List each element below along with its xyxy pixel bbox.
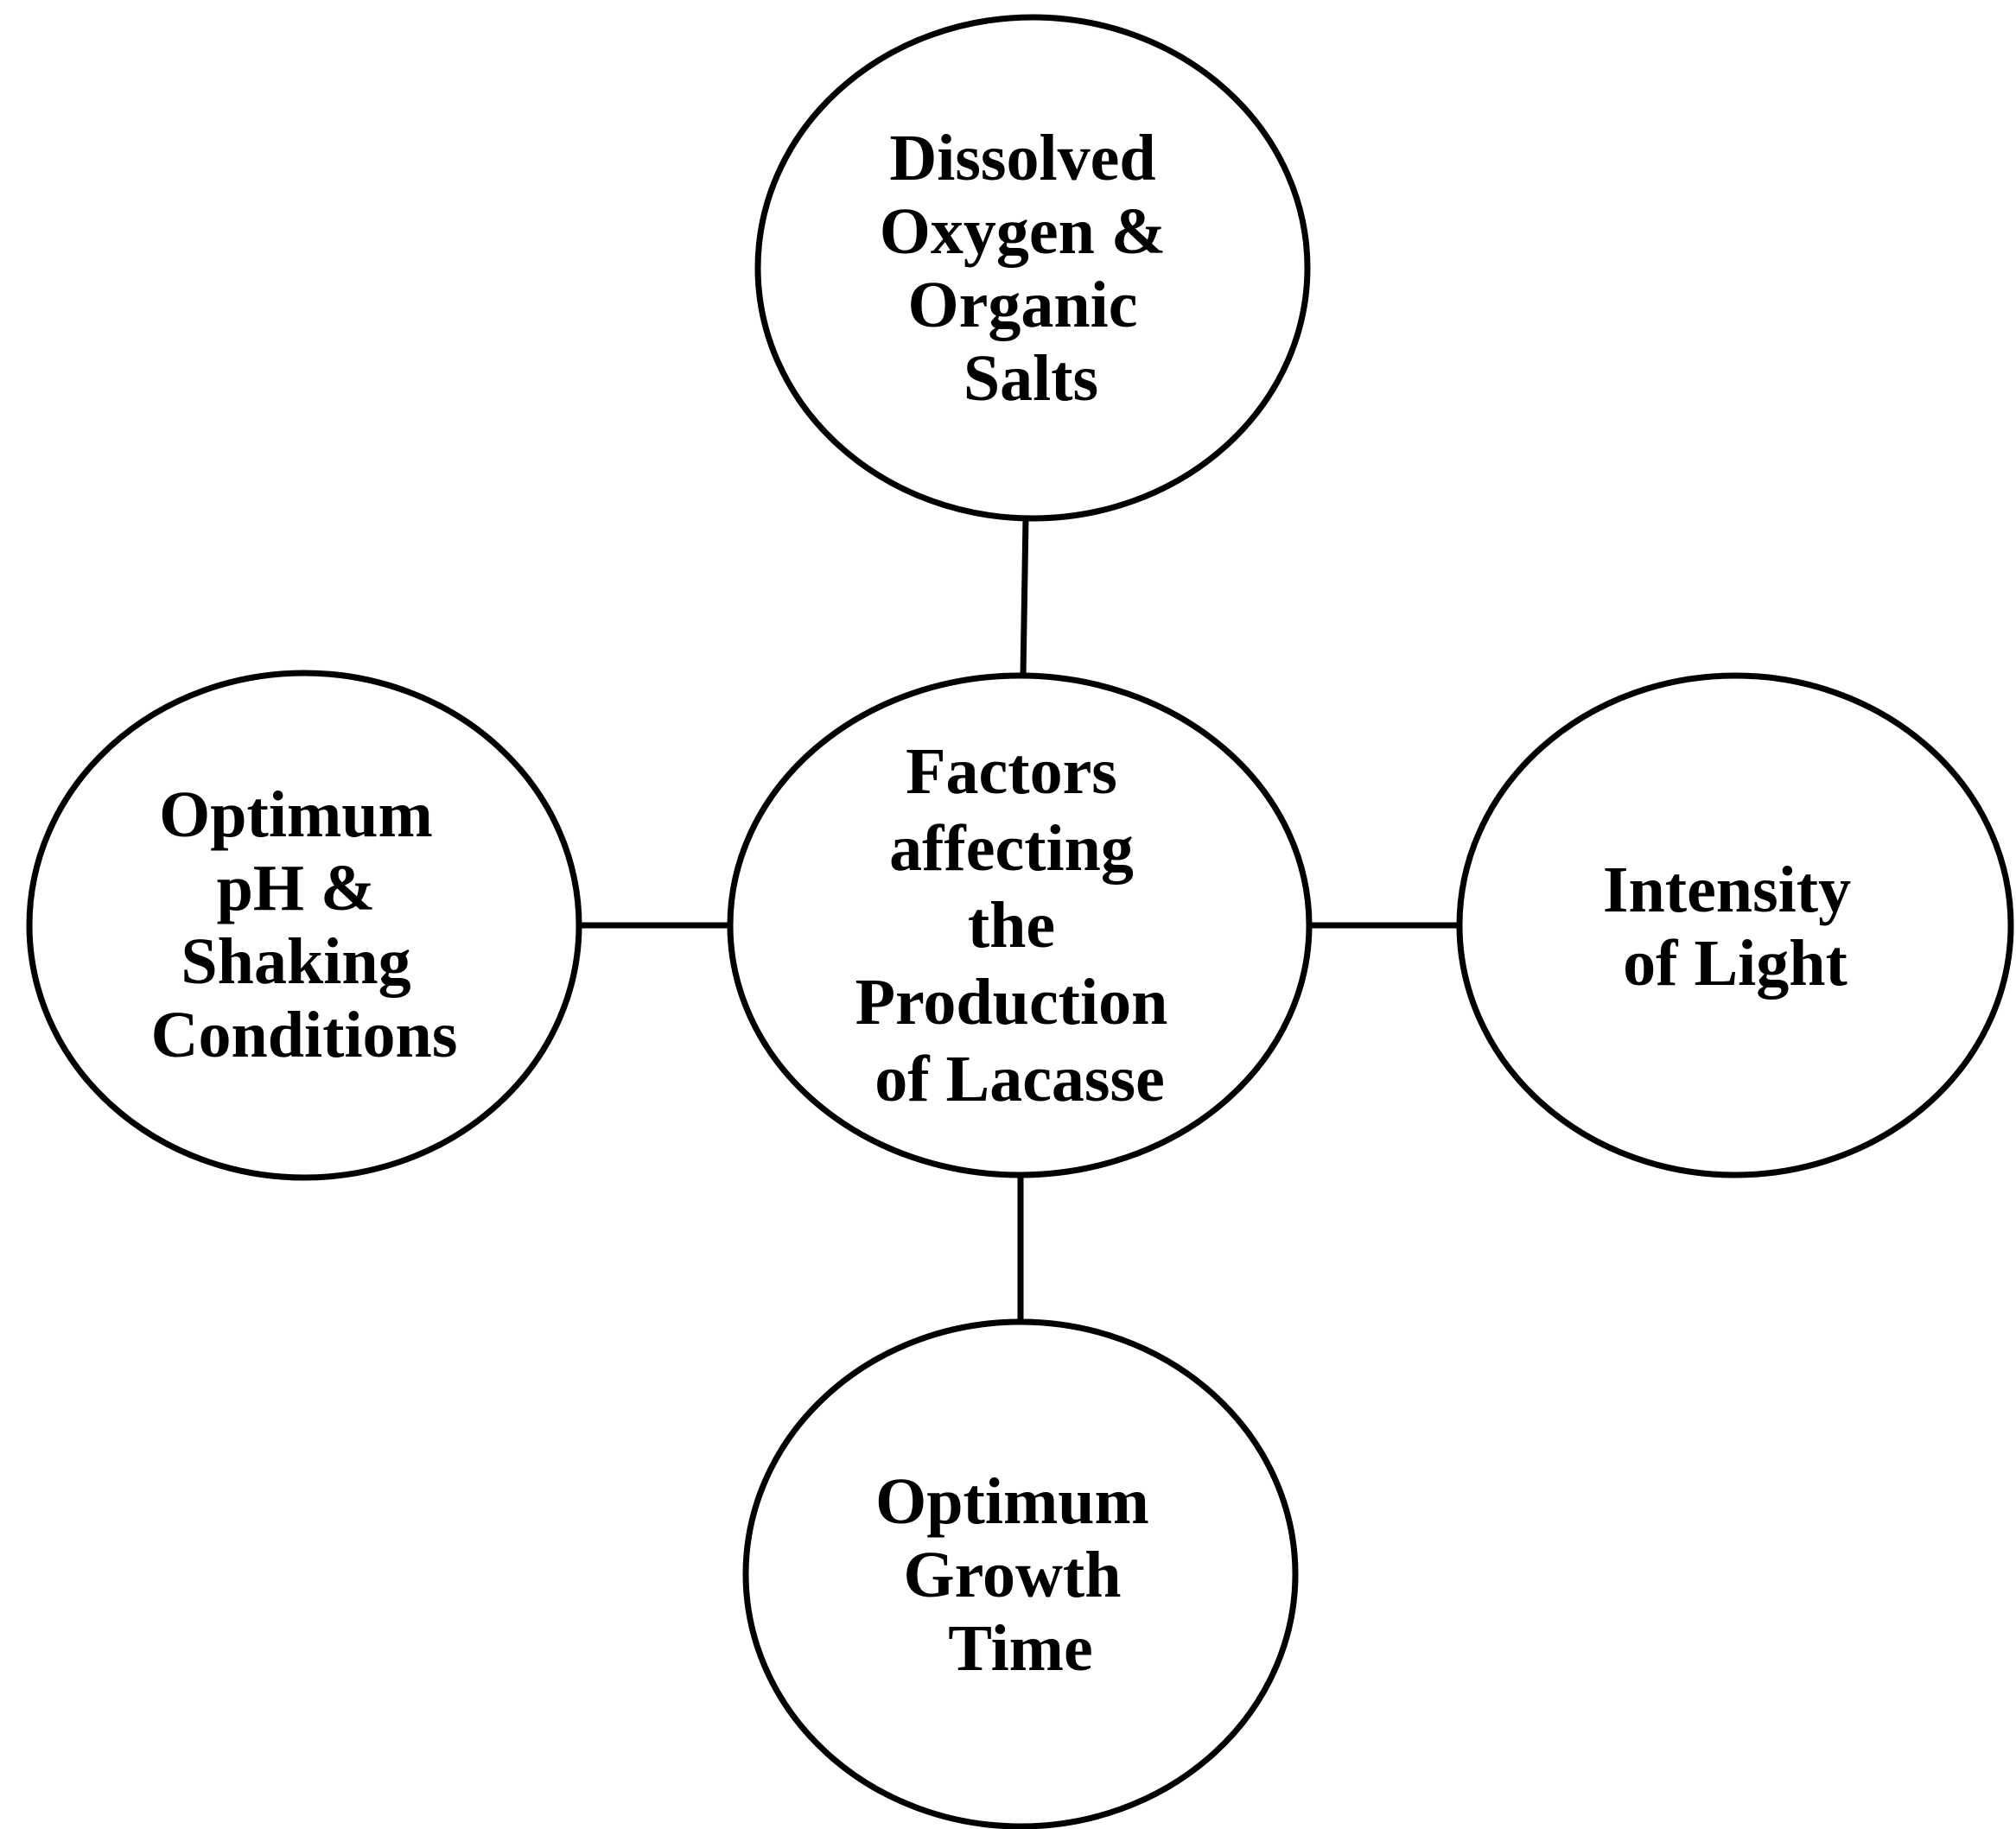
connector-top (1020, 518, 1029, 676)
node-center: Factors affecting the Production of Laca… (727, 672, 1313, 1178)
node-left-line: Shaking (181, 925, 410, 998)
node-center-label: Factors affecting the Production of Laca… (855, 735, 1185, 1115)
node-center-ellipse (727, 672, 1313, 1178)
node-top-label: Dissolved Oxygen & Organic Salts (880, 122, 1182, 415)
node-center-line: affecting (889, 812, 1134, 885)
node-top-ellipse (754, 14, 1311, 522)
node-bottom-line: Growth (904, 1539, 1122, 1611)
node-top-line: Organic (908, 269, 1138, 341)
node-left-line: Conditions (151, 999, 458, 1071)
node-bottom-ellipse (742, 1318, 1299, 1829)
node-top-line: Salts (963, 342, 1098, 415)
node-left-line: Optimum (159, 778, 433, 851)
node-top-line: Oxygen & (880, 195, 1166, 268)
node-left-ellipse (26, 670, 582, 1181)
node-right: Intensity of Light (1456, 672, 2014, 1178)
node-center-line: Factors (906, 735, 1117, 808)
node-right-line: of Light (1623, 927, 1847, 1000)
node-top-line: Dissolved (889, 122, 1155, 194)
node-left: Optimum pH & Shaking Conditions (26, 670, 582, 1181)
node-center-line: the (968, 889, 1055, 962)
node-right-ellipse (1456, 672, 2014, 1178)
node-right-line: Intensity (1603, 854, 1851, 926)
node-bottom-line: Optimum (875, 1465, 1149, 1538)
node-bottom-label: Optimum Growth Time (875, 1465, 1166, 1685)
node-top: Dissolved Oxygen & Organic Salts (754, 14, 1311, 522)
node-right-label: Intensity of Light (1603, 854, 1867, 1000)
node-center-line: of Lacasse (874, 1043, 1165, 1115)
node-center-line: Production (855, 966, 1168, 1038)
node-bottom: Optimum Growth Time (742, 1318, 1299, 1829)
node-bottom-line: Time (948, 1612, 1092, 1685)
node-left-label: Optimum pH & Shaking Conditions (151, 778, 458, 1071)
node-left-line: pH & (217, 852, 376, 924)
